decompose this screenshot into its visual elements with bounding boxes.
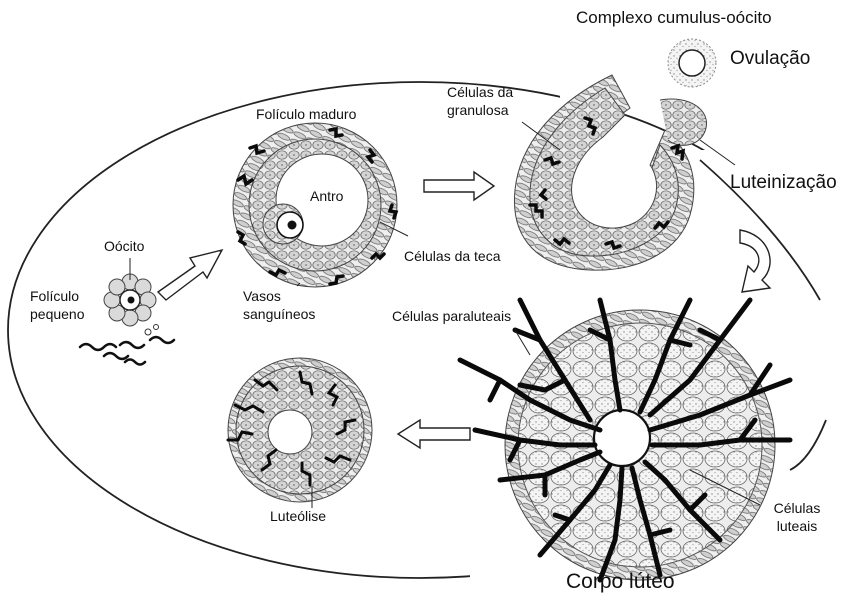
mature-follicle xyxy=(233,123,408,287)
label-ovulation: Ovulação xyxy=(730,48,810,70)
arrow-to-mature xyxy=(158,250,222,300)
label-luteal-cells-line2: luteais xyxy=(762,518,832,534)
label-blood-vessels-line1: Vasos xyxy=(243,288,281,304)
label-oocyte: Oócito xyxy=(104,238,144,254)
label-luteinization: Luteinização xyxy=(730,172,837,194)
corpus-luteum xyxy=(460,300,790,580)
small-follicle xyxy=(80,258,174,365)
label-small-follicle-line2: pequeno xyxy=(30,306,85,322)
label-granulosa-line2: granulosa xyxy=(447,102,509,118)
label-small-follicle-line1: Folículo xyxy=(30,288,79,304)
label-cumulus-oocyte-complex: Complexo cumulus-oócito xyxy=(576,8,772,28)
label-granulosa-line1: Células da xyxy=(447,84,513,100)
label-corpus-luteum: Corpo lúteo xyxy=(566,570,675,594)
label-luteolysis: Luteólise xyxy=(270,508,326,524)
label-luteal-cells-line1: Células xyxy=(762,500,832,516)
label-paraluteal-cells: Células paraluteais xyxy=(392,308,511,324)
label-antrum: Antro xyxy=(310,188,343,204)
label-blood-vessels-line2: sanguíneos xyxy=(243,306,315,322)
arrow-to-ovulation xyxy=(424,172,494,200)
luteolysis-body xyxy=(228,358,372,508)
arrow-to-luteolysis xyxy=(398,420,470,448)
label-theca-cells: Células da teca xyxy=(404,248,501,264)
cumulus-oocyte-complex xyxy=(668,39,716,87)
label-mature-follicle: Folículo maduro xyxy=(256,106,356,122)
